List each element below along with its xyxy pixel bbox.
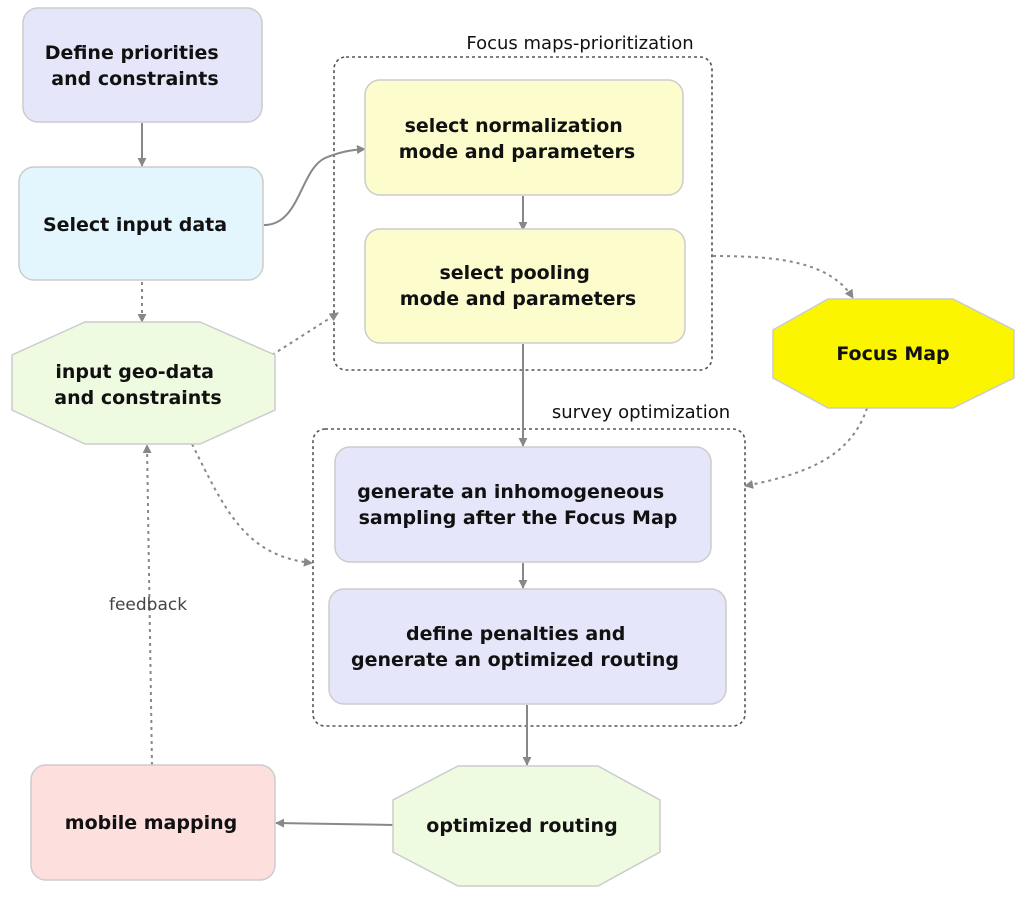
node-select-pooling[interactable]: select pooling mode and parameters <box>364 228 686 344</box>
node-generate-sampling-line2: sampling after the Focus Map <box>359 507 678 529</box>
node-select-pooling-shape <box>364 228 686 344</box>
node-select-normalization-shape <box>364 79 684 196</box>
node-focus-map-shape <box>772 298 1015 409</box>
edge-pooling-to-focus-map <box>712 255 854 299</box>
node-select-pooling-line2: mode and parameters <box>400 288 636 310</box>
cluster-survey-optimization: survey optimization <box>312 402 746 727</box>
node-input-geo-label: input geo-data and constraints <box>54 361 221 409</box>
node-input-geo[interactable]: input geo-data and constraints <box>11 321 276 445</box>
node-select-input-shape <box>18 166 264 281</box>
cluster-focus-maps-label: Focus maps-prioritization <box>466 33 693 54</box>
node-define-penalties-line2: generate an optimized routing <box>351 649 679 671</box>
edge-geo-to-survey <box>191 443 313 567</box>
edge-mobile-to-geo-feedback <box>142 444 153 766</box>
node-optimized-routing-label: optimized routing <box>426 815 617 837</box>
node-select-pooling-label: select pooling mode and parameters <box>400 262 636 310</box>
node-focus-map-label: Focus Map <box>836 343 949 365</box>
node-input-geo-line1: input geo-data <box>55 361 214 383</box>
node-define-priorities-line2: and constraints <box>51 68 218 90</box>
edge-routing-to-mobile <box>275 818 394 828</box>
cluster-focus-maps: Focus maps-prioritization <box>333 33 713 371</box>
node-select-pooling-line1: select pooling <box>439 262 589 284</box>
node-select-normalization-line2: mode and parameters <box>399 141 635 163</box>
node-generate-sampling-label: generate an inhomogeneous sampling after… <box>357 481 677 529</box>
node-select-input[interactable]: Select input data <box>18 166 264 281</box>
node-define-priorities[interactable]: Define priorities and constraints <box>22 7 263 123</box>
node-define-penalties[interactable]: define penalties and generate an optimiz… <box>328 588 727 705</box>
node-define-penalties-label: define penalties and generate an optimiz… <box>351 623 679 671</box>
node-input-geo-line2: and constraints <box>54 387 221 409</box>
node-optimized-routing[interactable]: optimized routing <box>392 765 661 887</box>
node-generate-sampling-shape <box>334 446 712 563</box>
node-define-priorities-shape <box>22 7 263 123</box>
node-define-penalties-line1: define penalties and <box>406 623 625 645</box>
node-select-normalization[interactable]: select normalization mode and parameters <box>364 79 684 196</box>
feedback-label: feedback <box>109 595 187 615</box>
node-select-normalization-line1: select normalization <box>405 115 623 137</box>
cluster-survey-optimization-label: survey optimization <box>552 402 730 423</box>
edges: feedback <box>109 123 868 828</box>
edge-focus-map-to-survey <box>744 407 868 489</box>
node-input-geo-shape <box>11 321 276 445</box>
node-generate-sampling[interactable]: generate an inhomogeneous sampling after… <box>334 446 712 563</box>
node-select-normalization-label: select normalization mode and parameters <box>399 115 635 163</box>
node-optimized-routing-shape <box>392 765 661 887</box>
node-select-input-label: Select input data <box>43 214 227 236</box>
node-focus-map[interactable]: Focus Map <box>772 298 1015 409</box>
node-generate-sampling-line1: generate an inhomogeneous <box>357 481 664 503</box>
edge-select-to-normalization <box>263 145 366 226</box>
node-define-penalties-shape <box>328 588 727 705</box>
node-define-priorities-label: Define priorities and constraints <box>45 42 226 90</box>
edge-geo-to-focus-cluster <box>271 312 339 356</box>
node-mobile-mapping-shape <box>30 764 276 881</box>
node-define-priorities-line1: Define priorities <box>45 42 219 64</box>
node-mobile-mapping-label: mobile mapping <box>65 812 237 834</box>
node-mobile-mapping[interactable]: mobile mapping <box>30 764 276 881</box>
